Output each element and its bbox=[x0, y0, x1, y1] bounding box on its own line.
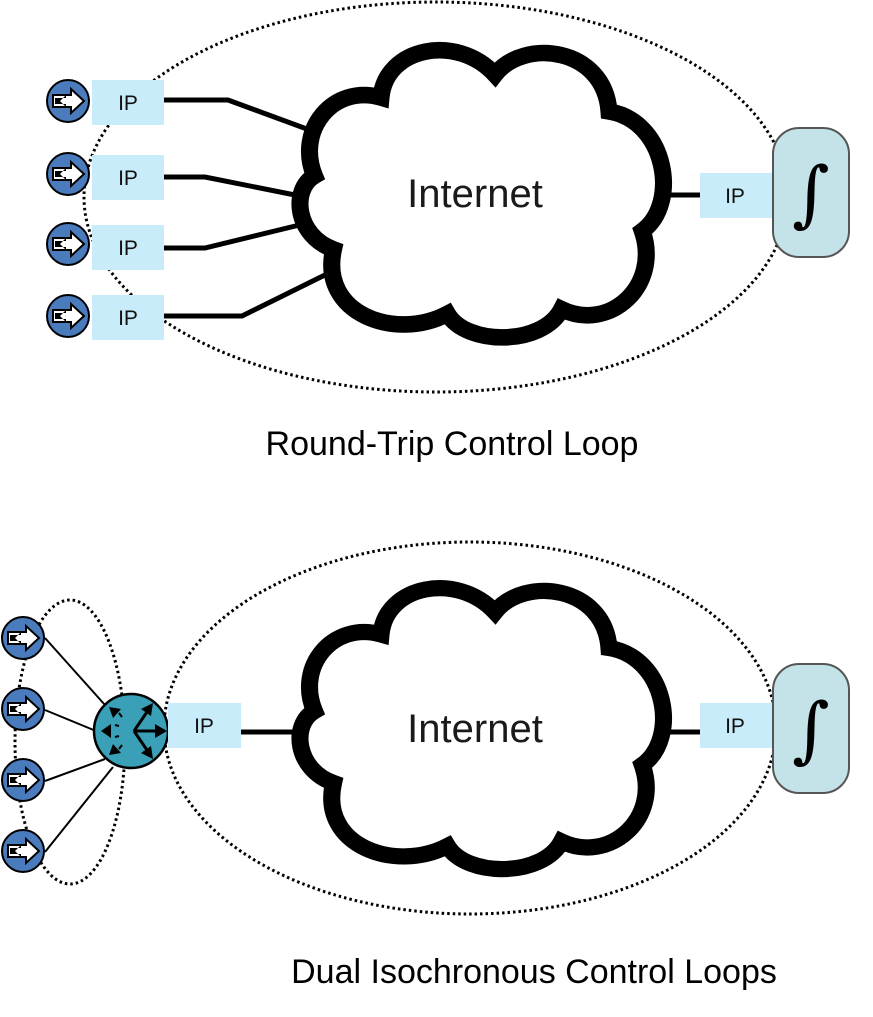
ip-label: IP bbox=[118, 307, 138, 330]
device-row: IP bbox=[46, 294, 164, 340]
connection-line bbox=[163, 217, 321, 251]
hub-router-icon bbox=[92, 692, 170, 770]
arrow-device-icon bbox=[46, 79, 90, 123]
ip-box bbox=[700, 173, 774, 218]
connection-line bbox=[163, 174, 306, 200]
local-link bbox=[44, 766, 114, 853]
device-row: IP bbox=[46, 152, 164, 200]
ip-box bbox=[92, 155, 164, 200]
local-link bbox=[44, 758, 106, 782]
ip-label: IP bbox=[118, 92, 138, 115]
top-diagram: Internet IP IP IP IP IP ∫ Round-Trip Con… bbox=[46, 0, 850, 463]
device-row: IP bbox=[46, 79, 164, 125]
internet-label: Internet bbox=[407, 172, 543, 216]
arrow-device-icon bbox=[1, 616, 45, 660]
arrow-device-icon bbox=[46, 152, 90, 196]
integral-icon: ∫ bbox=[792, 687, 830, 771]
ip-box bbox=[92, 295, 164, 340]
internet-label: Internet bbox=[407, 707, 543, 751]
connection-line bbox=[163, 267, 337, 319]
controller-box bbox=[772, 663, 850, 794]
arrow-device-icon bbox=[1, 758, 45, 802]
local-link bbox=[44, 637, 106, 706]
ip-label: IP bbox=[194, 715, 214, 738]
ip-box bbox=[92, 80, 164, 125]
integral-icon: ∫ bbox=[792, 151, 830, 235]
arrow-device-icon bbox=[1, 687, 45, 731]
ip-label: IP bbox=[118, 237, 138, 260]
caption-round-trip: Round-Trip Control Loop bbox=[266, 425, 639, 463]
local-link bbox=[44, 709, 97, 732]
ip-box bbox=[92, 225, 164, 270]
ip-box bbox=[168, 703, 241, 748]
ip-box bbox=[700, 703, 774, 748]
connection-line bbox=[163, 97, 316, 135]
arrow-device-icon bbox=[46, 294, 90, 338]
device-row: IP bbox=[46, 222, 164, 270]
arrow-device-icon bbox=[1, 829, 45, 873]
ip-label: IP bbox=[118, 167, 138, 190]
ip-label: IP bbox=[725, 185, 745, 208]
controller-box bbox=[772, 127, 850, 258]
bottom-diagram: IP Internet IP ∫ Dual Isochronous Contro… bbox=[1, 540, 850, 991]
caption-dual-isochronous: Dual Isochronous Control Loops bbox=[291, 953, 777, 991]
ip-label: IP bbox=[725, 715, 745, 738]
arrow-device-icon bbox=[46, 222, 90, 266]
